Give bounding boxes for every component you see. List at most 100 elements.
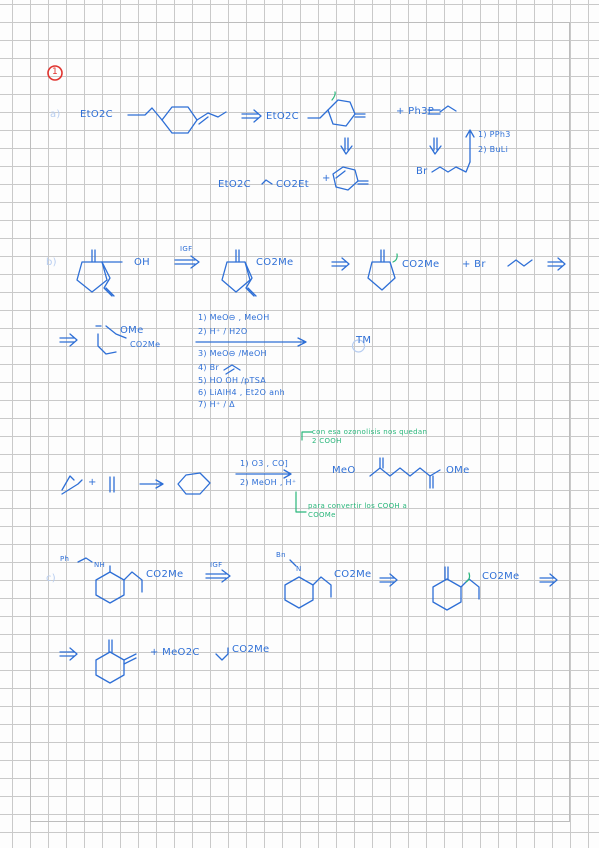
cyclohexanone-2-ketone [108, 639, 113, 653]
retro-arrow-3 [547, 257, 566, 271]
malonate-right: CO2Et [276, 179, 309, 190]
allyl-2 [244, 261, 257, 297]
forward-arrow-long [195, 337, 307, 347]
meo-label: MeO [332, 465, 356, 476]
ethylene [109, 476, 115, 493]
disconnection-mark-2 [392, 253, 398, 263]
bromide-chain [431, 161, 471, 173]
malonate-bridge [261, 179, 273, 185]
igf-arrow [174, 255, 200, 269]
step-b-5: 5) HO OH /pTSA [198, 376, 267, 385]
forward-arrow-da [139, 479, 164, 489]
c-chain-2 [312, 576, 332, 598]
retro1-ester-label: EtO2C [266, 111, 299, 122]
allyl-1 [101, 261, 115, 297]
cyclopentanone-3 [367, 261, 396, 291]
tm-label: TM [356, 335, 372, 346]
ph-label: Ph [60, 555, 70, 563]
step-b-6: 6) LiAlH4 , Et2O anh [198, 388, 286, 397]
cyclohexyl-1 [95, 571, 125, 604]
step-pph3: 1) PPh3 [478, 130, 511, 139]
bn-label: Bn [276, 551, 286, 559]
ester-label-b2: CO2Me [402, 259, 440, 270]
c-chain-3 [460, 578, 480, 600]
c-reagent-chain [215, 647, 229, 661]
diester-carbonyl-top [379, 457, 384, 469]
down-arrow-1 [340, 137, 353, 155]
hydroxy-label: OH [134, 257, 150, 268]
ome-label: OMe [120, 325, 144, 336]
bromide-label: Br [416, 166, 428, 177]
step-b-1: 1) MeO⊖ , MeOH [198, 313, 270, 322]
step-b-4: 4) Br [198, 363, 220, 372]
cyclohexanone-2 [95, 651, 125, 684]
cyclohexanone-1 [432, 578, 462, 611]
cyclopentanone-1-ketone [91, 249, 96, 263]
c-chain-1 [109, 565, 143, 593]
exo-methylene [123, 653, 137, 665]
section-c-label: c) [46, 573, 56, 584]
disconnection-mark-1 [331, 91, 336, 101]
butadiene [61, 475, 83, 495]
diester-carbonyl-bottom [429, 475, 434, 489]
retro1-chain [307, 109, 329, 119]
note-bracket-bottom [295, 491, 307, 513]
section-b-label: b) [46, 257, 57, 268]
cyclohexenone-ketone [335, 170, 369, 185]
step-b-2: 2) H⁺ / H2O [198, 327, 248, 336]
forward-up-arrow [465, 129, 475, 163]
allyl-bromide-chain [507, 259, 533, 267]
down-arrow-2 [429, 137, 442, 155]
retro1-ring [327, 99, 356, 127]
target-chain [127, 107, 163, 121]
step-ozonolysis: 1) O3 , CO] [240, 459, 289, 468]
malonate-left: EtO2C [218, 179, 251, 190]
cyclopentanone-2-ketone [235, 249, 240, 263]
nh-label: NH [94, 561, 106, 569]
cyclopentanone-1 [76, 261, 108, 293]
target-ester-label: EtO2C [80, 109, 113, 120]
note-esterification: para convertir los COOH a COOMe [308, 502, 408, 519]
cyclohexyl-2 [284, 576, 314, 609]
target-exo-alkene [196, 111, 227, 125]
cyclopentanone-3-ketone [380, 249, 385, 263]
ylide-label: + Ph3P [396, 106, 435, 117]
allyl-bromide-label: + Br [462, 259, 486, 270]
ester-label-c1: CO2Me [146, 569, 184, 580]
c-reagent-right: CO2Me [232, 644, 270, 655]
ketoester-ester-label: CO2Me [130, 340, 161, 349]
step-b-7: 7) H⁺ / Δ [198, 400, 235, 409]
retro-arrow-6 [539, 573, 558, 587]
disconnection-mark-3 [465, 572, 471, 583]
da-plus: + [88, 477, 97, 488]
cyclohexenone-ring [332, 166, 359, 191]
ester-label-c2: CO2Me [334, 569, 372, 580]
c-reagent-left: + MeO2C [150, 647, 200, 658]
cyclopentanone-2 [221, 261, 251, 293]
retro1-ketone [354, 113, 366, 118]
igf-label-2: IGF [210, 561, 223, 569]
retro-arrow-2 [331, 257, 350, 271]
benzyl-amine-link [77, 557, 93, 563]
forward-arrow-ozonolysis [235, 469, 292, 479]
note-ozonolysis: con esa ozonolisis nos quedan 2 COOH [312, 428, 428, 445]
cyclohexanone-1-ketone [444, 566, 449, 580]
ome-label-2: OMe [446, 465, 470, 476]
retro-arrow-4 [59, 333, 78, 347]
section-a-label: a) [50, 109, 61, 120]
igf-label-1: IGF [180, 245, 193, 253]
retro-arrow-5 [379, 573, 398, 587]
step-buli: 2) BuLi [478, 145, 509, 154]
step-esterification: 2) MeOH , H⁺ [240, 478, 297, 487]
ester-label-c3: CO2Me [482, 571, 520, 582]
problem-number: 1 [52, 67, 59, 77]
malonate-plus: + [322, 173, 331, 184]
note-bracket-top [301, 431, 313, 441]
target-ring [161, 106, 198, 134]
n-label: N [296, 565, 302, 573]
reagent4-vinyl [223, 364, 241, 375]
step-b-3: 3) MeO⊖ /MeOH [198, 349, 267, 358]
retro-arrow-1 [241, 109, 262, 123]
